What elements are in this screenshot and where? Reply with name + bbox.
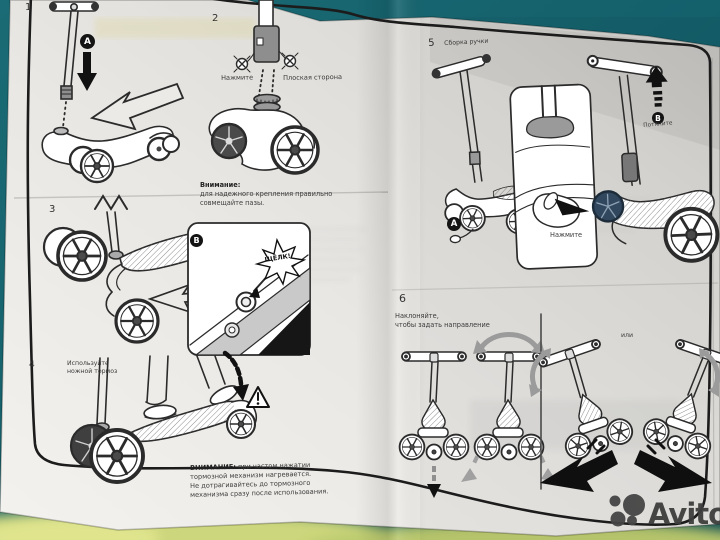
step6-label-line2: чтобы задать направление xyxy=(395,321,490,329)
step5-marker-a: A xyxy=(447,217,461,231)
step1-illustration xyxy=(41,1,185,184)
step6-illustration xyxy=(400,313,720,498)
step6-number: 6 xyxy=(399,292,406,305)
step5-illustration xyxy=(431,54,720,270)
step2-flat-side-label: Плоская сторона xyxy=(283,72,343,82)
step6-label-line1: Наклоняйте, xyxy=(395,312,439,320)
step5-press-label: Нажмите xyxy=(550,231,583,239)
step2-number: 2 xyxy=(212,13,219,24)
avito-logo-icon xyxy=(609,494,645,527)
step3-number: 3 xyxy=(49,204,56,215)
warning-icon xyxy=(246,386,270,408)
step3-marker-b: B xyxy=(190,234,203,247)
step3-illustration xyxy=(42,194,311,356)
step5-marker-b: B xyxy=(652,112,664,124)
step1-number: 1 xyxy=(25,2,32,13)
step5-number: 5 xyxy=(428,37,435,49)
step2-press-label: Нажмите xyxy=(221,73,254,82)
step4-number: 4 xyxy=(29,360,35,370)
step4-label-line2: ножной тормоз xyxy=(67,368,118,375)
step6-or-label: или xyxy=(621,332,633,339)
step4-note-title: ВНИМАНИЕ: xyxy=(190,462,237,472)
avito-watermark-text: Avito xyxy=(648,497,720,531)
page-border xyxy=(26,0,713,526)
step4-illustration xyxy=(69,350,270,484)
step2-illustration xyxy=(208,0,320,175)
step2-note-line1: для надежного крепления правильно xyxy=(200,190,333,198)
step4-label-line1: Используйте xyxy=(67,360,109,367)
step2-note-line2: совмещайте пазы. xyxy=(200,199,265,207)
step1-marker-a: A xyxy=(80,34,95,49)
click-starburst xyxy=(254,237,307,286)
step2-note-title: Внимание: xyxy=(200,181,241,189)
